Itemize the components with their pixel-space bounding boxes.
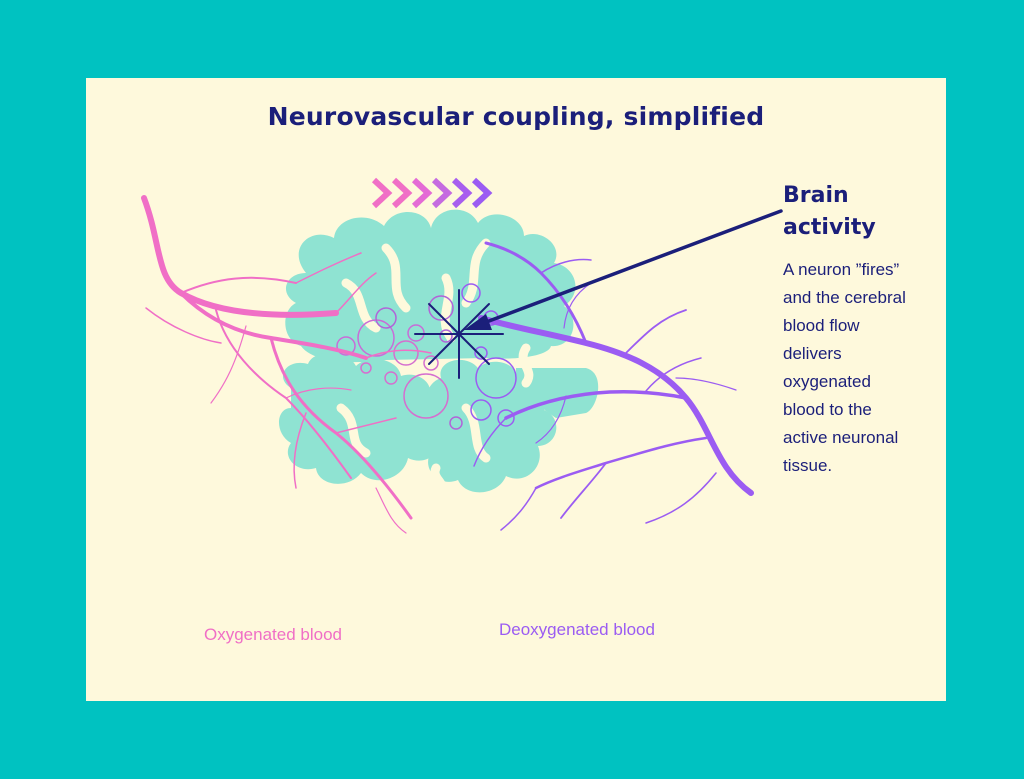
- starburst-icon: [414, 289, 504, 379]
- legend-deoxygenated: Deoxygenated blood: [499, 620, 655, 639]
- chevron-right-icon: [371, 177, 493, 209]
- callout-description: A neuron ”fires” and the cerebral blood …: [783, 260, 906, 475]
- brain-folds: [336, 238, 534, 495]
- neural-cells: [336, 283, 517, 430]
- oxygenated-vessel: [141, 195, 432, 534]
- deoxygenated-vessel: [473, 241, 754, 531]
- diagram-art: [141, 177, 783, 534]
- callout-heading: Brain activity: [783, 180, 923, 244]
- callout-heading-line2: activity: [783, 215, 876, 240]
- callout-heading-line1: Brain: [783, 183, 849, 208]
- legend-oxygenated: Oxygenated blood: [204, 625, 342, 644]
- brain-icon: [278, 209, 599, 493]
- infographic-card: Neurovascular coupling, simplified Brain…: [86, 78, 946, 701]
- page-title: Neurovascular coupling, simplified: [267, 102, 765, 131]
- arrow-icon: [464, 209, 783, 330]
